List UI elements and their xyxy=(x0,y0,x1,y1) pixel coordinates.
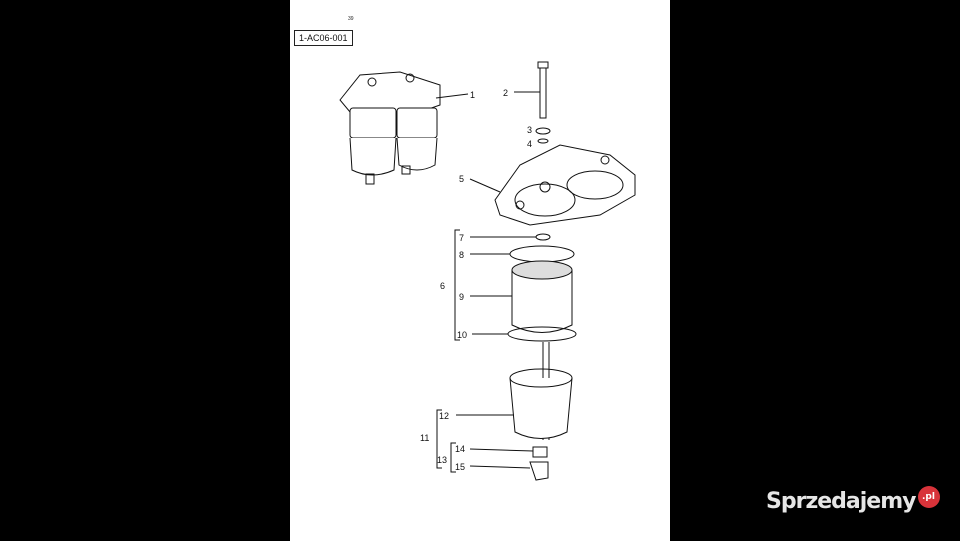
leader-lines xyxy=(435,91,540,473)
filter-head-drawing xyxy=(494,144,636,226)
callout-5: 5 xyxy=(459,174,464,184)
callout-10: 10 xyxy=(457,330,467,340)
callout-2: 2 xyxy=(503,88,508,98)
reference-code-box: 1-AC06-001 xyxy=(294,30,353,46)
callout-7: 7 xyxy=(459,233,464,243)
callout-8: 8 xyxy=(459,250,464,260)
bolt-drawing xyxy=(535,61,551,144)
callout-9: 9 xyxy=(459,292,464,302)
parts-diagram-page: 39 1-AC06-001 xyxy=(290,0,670,541)
callout-11: 11 xyxy=(420,433,429,443)
page-number: 39 xyxy=(348,16,354,22)
filter-element-drawing xyxy=(507,233,577,342)
exploded-view-drawing: 1 2 3 4 5 6 7 8 9 10 11 12 13 14 15 xyxy=(339,61,636,481)
watermark-badge: .pl xyxy=(917,486,940,508)
callout-15: 15 xyxy=(455,462,465,472)
callout-1: 1 xyxy=(470,90,475,100)
callout-3: 3 xyxy=(527,125,532,135)
callout-13: 13 xyxy=(437,455,447,465)
filter-assembly-drawing xyxy=(339,71,441,185)
callout-12: 12 xyxy=(439,411,449,421)
callout-4: 4 xyxy=(527,139,532,149)
watermark: Sprzedajemy .pl xyxy=(766,486,940,515)
filter-bowl-drawing xyxy=(509,342,573,481)
callout-6: 6 xyxy=(440,281,445,291)
callout-14: 14 xyxy=(455,444,465,454)
watermark-logo: Sprzedajemy xyxy=(766,489,916,514)
